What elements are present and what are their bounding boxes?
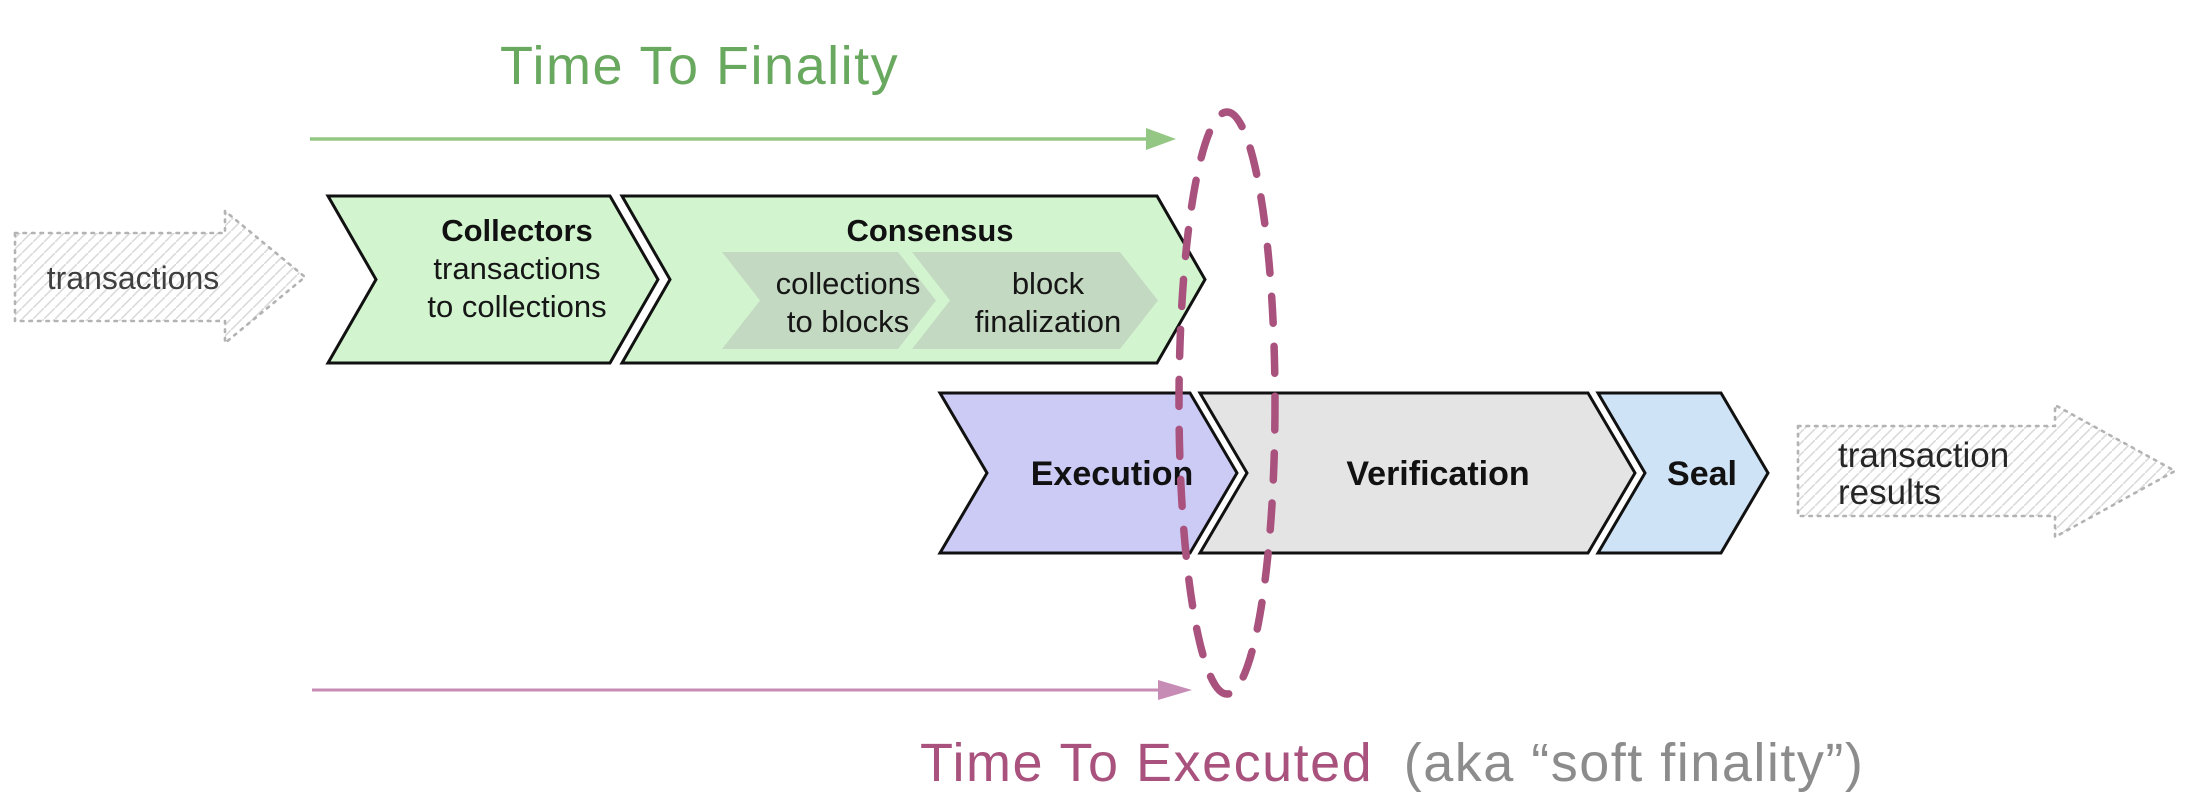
stage-verification: Verification <box>1197 391 1637 555</box>
input-transactions-arrow: transactions <box>13 209 307 345</box>
substage-2-line2: finalization <box>975 304 1121 339</box>
executed-arrow-head <box>1158 680 1192 700</box>
seal-chevron <box>1595 391 1770 555</box>
substage-2-line1: block <box>1012 266 1085 301</box>
output-arrow-line1: transaction <box>1838 436 2009 475</box>
output-arrow-line2: results <box>1838 473 1941 512</box>
verification-title: Verification <box>1346 455 1529 493</box>
consensus-substage-1-chevron <box>722 252 936 349</box>
collectors-title: Collectors <box>441 213 593 248</box>
consensus-title: Consensus <box>846 213 1013 248</box>
collectors-line1: transactions <box>433 251 600 286</box>
time-to-executed-primary: Time To Executed <box>920 733 1373 793</box>
verification-chevron <box>1197 391 1637 555</box>
time-to-executed-label: Time To Executed (aka “soft finality”) <box>920 733 1864 793</box>
stage-collectors: Collectors transactions to collections <box>325 194 660 365</box>
stage-consensus: Consensus collections to blocks block fi… <box>619 194 1207 365</box>
output-results-arrow: transaction results <box>1796 403 2177 539</box>
output-arrow-shape <box>1796 403 2177 539</box>
stage-seal: Seal <box>1595 391 1770 555</box>
time-to-finality-label: Time To Finality <box>500 36 899 96</box>
input-arrow-shape <box>13 209 307 345</box>
collectors-line2: to collections <box>427 289 606 324</box>
substage-1-line2: to blocks <box>787 304 909 339</box>
seal-title: Seal <box>1667 455 1737 493</box>
execution-title: Execution <box>1031 455 1193 493</box>
collectors-chevron <box>325 194 660 365</box>
soft-finality-boundary-ellipse <box>1175 108 1279 698</box>
finality-arrow-head <box>1146 128 1176 150</box>
time-to-executed-secondary: (aka “soft finality”) <box>1404 733 1865 793</box>
stage-execution: Execution <box>937 391 1239 555</box>
substage-1-line1: collections <box>776 266 921 301</box>
input-arrow-label: transactions <box>47 260 220 296</box>
execution-chevron <box>937 391 1239 555</box>
consensus-substage-2-chevron <box>912 252 1158 349</box>
